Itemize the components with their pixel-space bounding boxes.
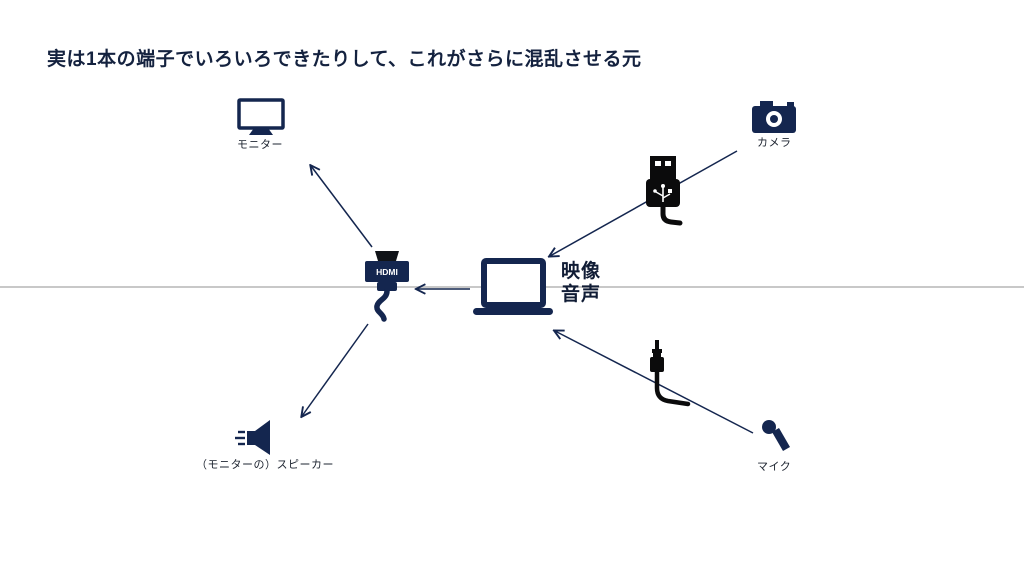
laptop-caption-video: 映像: [561, 261, 602, 282]
arrow-hdmi-to-speaker: [302, 323, 369, 416]
audio-jack-icon: [650, 340, 691, 407]
hdmi-plug-label: HDMI: [376, 267, 398, 277]
hdmi-plug-icon: HDMI: [365, 251, 409, 322]
arrow-camera-usb-to-laptop: [550, 150, 738, 256]
speaker-label: （モニターの）スピーカー: [196, 459, 334, 471]
microphone-icon: [762, 420, 790, 451]
camera-icon: [752, 101, 796, 133]
laptop-icon: [473, 258, 553, 315]
arrow-hdmi-to-monitor: [311, 166, 373, 248]
speaker-icon: [235, 420, 270, 455]
camera-label: カメラ: [757, 137, 792, 149]
slide-title: 実は1本の端子でいろいろできたりして、これがさらに混乱させる元: [47, 49, 642, 70]
laptop-caption-audio: 音声: [561, 284, 602, 305]
monitor-label: モニター: [237, 139, 283, 151]
mic-label: マイク: [757, 461, 792, 473]
usb-plug-icon: [646, 156, 683, 226]
monitor-icon: [237, 98, 285, 135]
arrow-mic-jack-to-laptop: [555, 331, 754, 434]
laptop-caption: 映像 音声: [561, 260, 601, 306]
